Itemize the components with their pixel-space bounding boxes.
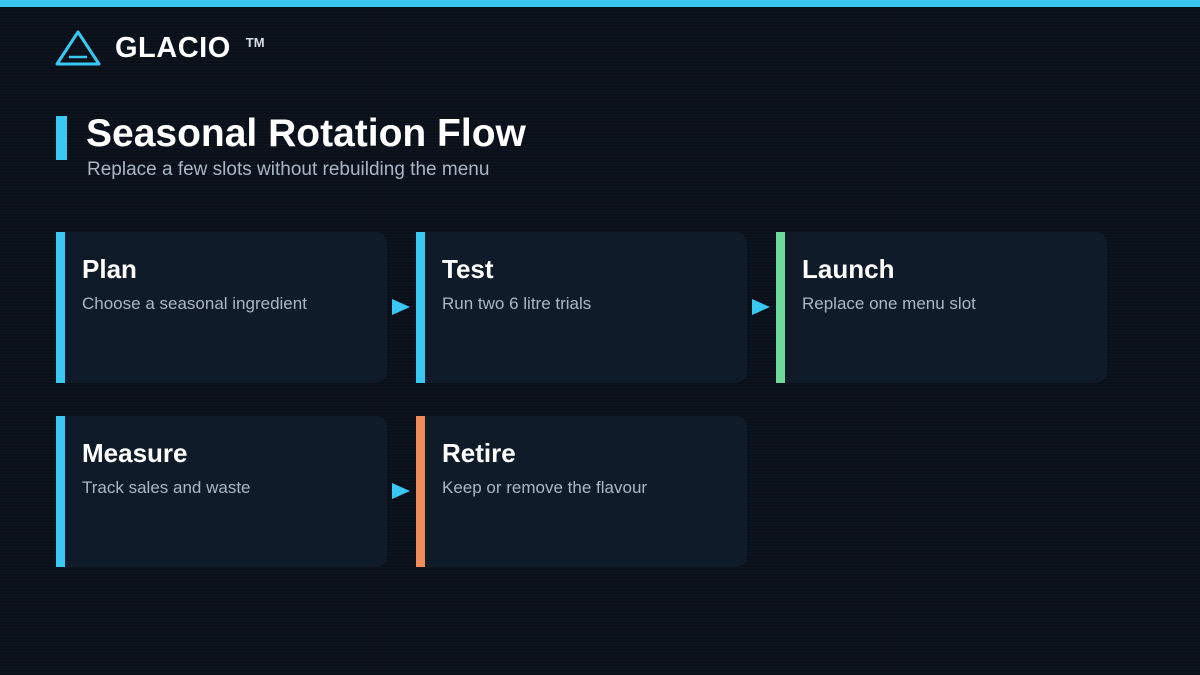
step-description: Keep or remove the flavour [442, 478, 648, 497]
page-title: Seasonal Rotation Flow [86, 112, 526, 155]
step-accent-bar [56, 416, 65, 567]
step-accent-bar [416, 416, 425, 567]
play-arrow-icon [392, 483, 410, 499]
step-card-retire: Retire Keep or remove the flavour [416, 416, 747, 567]
trademark-symbol: TM [245, 34, 265, 50]
step-description: Replace one menu slot [802, 294, 976, 313]
step-description: Track sales and waste [82, 478, 251, 497]
title-accent-bar [56, 116, 67, 160]
step-card-plan: Plan Choose a seasonal ingredient [56, 232, 387, 383]
step-title: Retire [442, 438, 516, 468]
play-arrow-icon [752, 299, 770, 315]
triangle-logo-icon [55, 30, 101, 66]
step-title: Launch [802, 254, 895, 284]
page-subtitle: Replace a few slots without rebuilding t… [87, 159, 490, 180]
step-card-measure: Measure Track sales and waste [56, 416, 387, 567]
brand: GLACIO TM [54, 28, 265, 68]
brand-name: GLACIO [115, 31, 231, 64]
step-card-launch: Launch Replace one menu slot [776, 232, 1107, 383]
play-arrow-icon [392, 299, 410, 315]
step-card-test: Test Run two 6 litre trials [416, 232, 747, 383]
step-accent-bar [776, 232, 785, 383]
step-title: Test [442, 254, 494, 284]
step-accent-bar [416, 232, 425, 383]
step-title: Plan [82, 254, 137, 284]
step-description: Run two 6 litre trials [442, 294, 592, 313]
step-description: Choose a seasonal ingredient [82, 294, 307, 313]
step-accent-bar [56, 232, 65, 383]
step-title: Measure [82, 438, 188, 468]
top-accent-bar [0, 0, 1200, 7]
